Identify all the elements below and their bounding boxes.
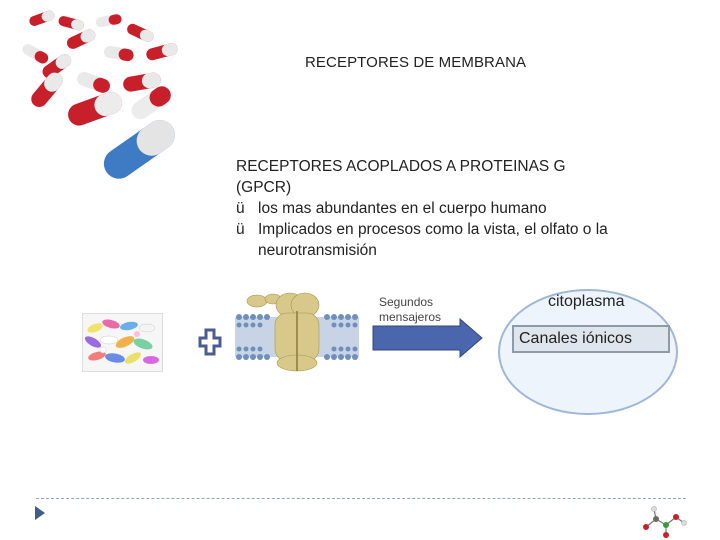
canales-ionicos-box [512,325,670,353]
right-arrow-icon [372,318,483,358]
colorful-pills-image [82,313,163,372]
heading-line-2: (GPCR) [236,179,292,196]
capsules-group [22,10,178,179]
play-arrow-icon[interactable] [34,505,46,521]
plus-icon [198,328,222,356]
heading-line-1: RECEPTORES ACOPLADOS A PROTEINAS G [236,158,566,175]
bullet-item: ü Implicados en procesos como la vista, … [236,219,686,261]
molecule-icon [643,506,687,538]
citoplasma-label: citoplasma [548,293,625,310]
bullet-text: Implicados en procesos como la vista, el… [258,221,608,259]
membrane-receptor-image [235,291,359,375]
canales-ionicos-label: Canales iónicos [519,330,632,347]
footer-divider [36,498,686,499]
check-icon: ü [236,200,245,217]
segundos-mensajeros-label: Segundos mensajeros [379,295,442,324]
pills-image [22,10,178,179]
bullet-text: los mas abundantes en el cuerpo humano [258,200,547,217]
slide-title: RECEPTORES DE MEMBRANA [305,54,527,71]
body-text: RECEPTORES ACOPLADOS A PROTEINAS G (GPCR… [236,156,686,261]
bullet-item: ü los mas abundantes en el cuerpo humano [236,198,686,219]
check-icon: ü [236,221,245,238]
